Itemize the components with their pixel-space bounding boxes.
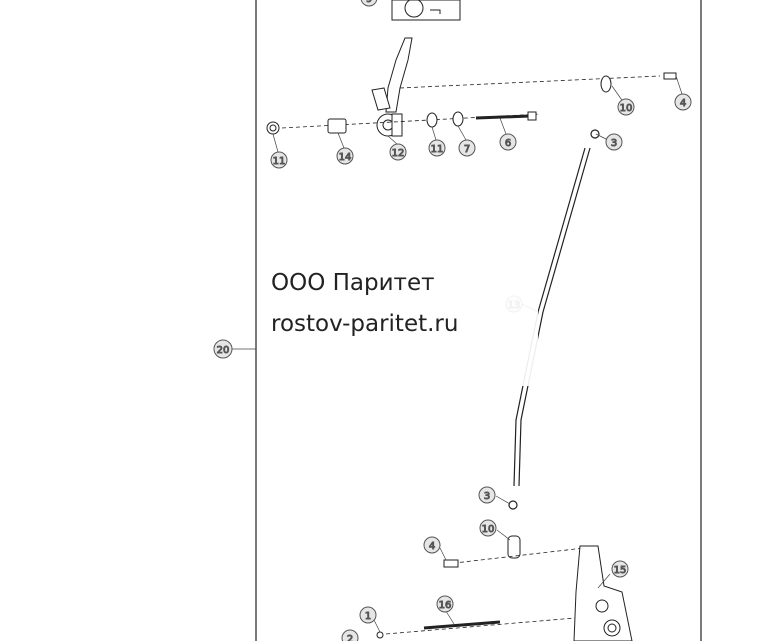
callout-3-upper: 3 (605, 133, 623, 151)
callout-14: 14 (336, 147, 354, 165)
callout-16: 16 (436, 595, 454, 613)
callout-16-label: 16 (439, 600, 452, 611)
callout-2-label: 2 (347, 634, 353, 641)
callout-15: 15 (611, 560, 629, 578)
lower-rod (376, 617, 576, 639)
callout-11-left-label: 11 (273, 156, 286, 167)
callout-4-upper: 4 (674, 93, 692, 111)
watermark-website: rostov-paritet.ru (271, 311, 459, 337)
callout-11-right: 11 (428, 139, 446, 157)
callout-10-upper: 10 (617, 98, 635, 116)
callout-10-lower: 10 (479, 519, 497, 537)
callout-15-label: 15 (614, 565, 627, 576)
callout-7-label: 7 (464, 144, 470, 155)
callout-3-upper-label: 3 (611, 138, 617, 149)
callout-9-label: 9 (366, 0, 372, 5)
callout-3-lower: 3 (478, 486, 496, 504)
callout-2: 2 (341, 629, 359, 641)
valve-block (573, 545, 633, 641)
callout-6: 6 (499, 133, 517, 151)
lower-clevis (443, 535, 585, 568)
callout-4-lower-label: 4 (429, 541, 435, 552)
top-bracket (391, 0, 461, 21)
callout-12-label: 12 (392, 148, 405, 159)
callout-3-lower-label: 3 (484, 491, 490, 502)
upper-link (399, 72, 677, 93)
lever-arm (371, 37, 413, 137)
callout-4-upper-label: 4 (680, 98, 686, 109)
callout-10-upper-label: 10 (620, 103, 633, 114)
callout-14-label: 14 (339, 152, 352, 163)
callout-20: 20 (213, 339, 233, 359)
callout-9: 9 (360, 0, 378, 7)
watermark-company: ООО Паритет (271, 270, 435, 296)
callout-12: 12 (389, 143, 407, 161)
frame-panel (255, 0, 702, 641)
pivot-hardware (266, 111, 541, 135)
callout-11-right-label: 11 (431, 144, 444, 155)
leader-lines (272, 75, 683, 633)
callout-7: 7 (458, 139, 476, 157)
callout-11-left: 11 (270, 151, 288, 169)
callout-10-lower-label: 10 (482, 524, 495, 535)
callout-20-label: 20 (217, 345, 230, 356)
watermark-panel (258, 258, 538, 386)
callout-4-lower: 4 (423, 536, 441, 554)
callout-1: 1 (359, 606, 377, 624)
callout-6-label: 6 (505, 138, 511, 149)
callout-1-label: 1 (365, 611, 371, 622)
